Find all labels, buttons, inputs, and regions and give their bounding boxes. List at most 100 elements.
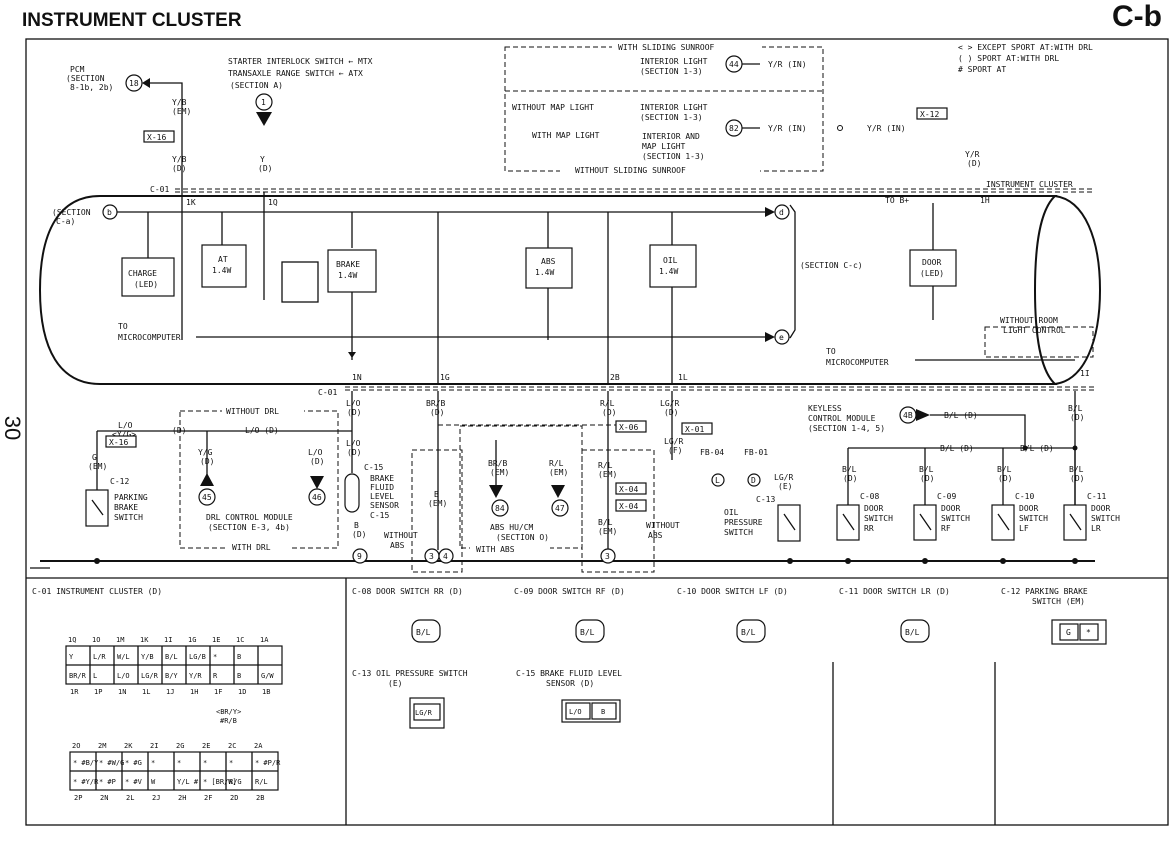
- connector-num: 46: [312, 493, 322, 502]
- label-bg: [560, 165, 760, 175]
- wire-label: (D): [172, 164, 186, 173]
- pin-wire-color: B: [237, 653, 241, 661]
- abs-hu-label: (SECTION O): [496, 533, 549, 542]
- ground-9: [352, 548, 368, 564]
- component-label: SWITCH: [1019, 514, 1048, 523]
- connector-x01: [681, 422, 713, 435]
- wire-label: (D): [602, 408, 616, 417]
- pin-wire-color: B/L: [165, 653, 178, 661]
- component-label: OIL: [663, 256, 678, 265]
- wire-label: B/L: [919, 465, 934, 474]
- pin-number: 1A: [260, 636, 269, 644]
- wire-label: LG/R: [660, 399, 679, 408]
- switch-icon: [91, 499, 104, 516]
- connector-title: C-09 DOOR SWITCH RF (D): [514, 587, 625, 596]
- connector-label: X-16: [109, 438, 128, 447]
- arrow-down-icon: [551, 485, 565, 498]
- pin-wire-color: W: [151, 778, 156, 786]
- pin-number: 2I: [150, 742, 158, 750]
- pin-number: 2E: [202, 742, 210, 750]
- at-lamp-box: [201, 244, 247, 288]
- pin-wire-color: L/O: [117, 672, 130, 680]
- pin-wire-color: * #Y/R: [73, 778, 99, 786]
- pin-number: 1M: [116, 636, 124, 644]
- component-label: RR: [864, 524, 874, 533]
- arrow-icon: [256, 112, 272, 126]
- pin-number: 1P: [94, 688, 102, 696]
- splice: [845, 558, 851, 564]
- splice: [787, 558, 793, 564]
- wire-label: (E): [778, 482, 792, 491]
- connector-title: C-10 DOOR SWITCH LF (D): [677, 587, 788, 596]
- pin-number: 2K: [124, 742, 133, 750]
- component-label: DOOR: [1019, 504, 1038, 513]
- wire-label: (D): [352, 530, 366, 539]
- sunroof-bottom-title: WITHOUT SLIDING SUNROOF: [575, 166, 686, 175]
- component-label: SWITCH: [724, 528, 753, 537]
- splice: [922, 558, 928, 564]
- room-label: WITHOUT ROOM: [1000, 316, 1058, 325]
- wire-label: Y/R (IN): [768, 124, 807, 133]
- pin-wire-color: LG/R: [141, 672, 159, 680]
- pin-cell: [591, 702, 617, 720]
- connector-x12: [916, 107, 948, 120]
- connector-label: X-16: [147, 133, 166, 142]
- abs-lamp-box: [525, 247, 573, 289]
- connector-title: C-15 BRAKE FLUID LEVEL: [516, 669, 622, 678]
- interior-light-label: INTERIOR LIGHT: [640, 57, 708, 66]
- switch-icon: [1069, 513, 1082, 531]
- legend-line: ( ) SPORT AT:WITH DRL: [958, 54, 1059, 63]
- component-label: OIL: [724, 508, 739, 517]
- connector-note: <BR/Y>: [216, 708, 241, 716]
- ground-4: [438, 548, 454, 564]
- pin-number: 2L: [126, 794, 134, 802]
- connector-title: (E): [388, 679, 402, 688]
- cluster-outline: [38, 195, 1058, 385]
- pin-wire-color: * #W/G: [99, 759, 124, 767]
- pin-wire-color: * #G: [125, 759, 142, 767]
- pcm-label: (SECTION: [66, 74, 105, 83]
- connector-label: C-10: [1015, 492, 1034, 501]
- pin-label: 1K: [186, 198, 196, 207]
- sunroof-title: WITH SLIDING SUNROOF: [618, 43, 715, 52]
- ground-num: 4: [443, 552, 448, 561]
- pin-number: 1Q: [68, 636, 76, 644]
- pin-number: 1N: [118, 688, 126, 696]
- wire-label: B: [434, 490, 439, 499]
- section-code: C-b: [1112, 0, 1162, 33]
- drl-connector-45: [198, 488, 216, 506]
- wire-label: (D): [967, 159, 981, 168]
- arrow-down-icon: [489, 485, 503, 498]
- wire-label: (F): [668, 446, 682, 455]
- c08-connector-view: B/L: [411, 619, 441, 643]
- pin-wire-color: *: [177, 759, 181, 767]
- component-label: AT: [218, 255, 228, 264]
- wire-label: (D): [664, 408, 678, 417]
- connector-title: C-13 OIL PRESSURE SWITCH: [352, 669, 468, 678]
- component-label: BRAKE: [370, 474, 394, 483]
- component-label: (LED): [134, 280, 158, 289]
- connector-label: X-04: [619, 502, 638, 511]
- connector-num: 4B: [903, 411, 913, 420]
- connector-x04: [615, 482, 647, 495]
- map-label: WITHOUT MAP LIGHT: [512, 103, 594, 112]
- component-label: LEVEL: [370, 492, 394, 501]
- pin-label: 1I: [1080, 369, 1090, 378]
- wire-label: (D): [258, 164, 272, 173]
- component-label: LR: [1091, 524, 1101, 533]
- pcm-reference: PCM (SECTION 8-1b, 2b) 18 Y/B (EM) X-16 …: [66, 65, 191, 340]
- component-label: SWITCH: [864, 514, 893, 523]
- pin-label: B: [601, 708, 605, 716]
- abs-label: ABS: [648, 531, 663, 540]
- component-label: (LED): [920, 269, 944, 278]
- interior-map-label: INTERIOR AND: [642, 132, 700, 141]
- instrument-cluster-block: C-01 INSTRUMENT CLUSTER 1K 1Q 1H (SECTIO…: [38, 180, 1102, 397]
- pin-number: 1G: [188, 636, 196, 644]
- cluster-outline-right: [1054, 195, 1102, 385]
- component-label: 1.4W: [535, 268, 554, 277]
- drl-module-label: DRL CONTROL MODULE: [206, 513, 293, 522]
- door-switch-box: [913, 504, 937, 541]
- pin-wire-color: * #P: [99, 778, 116, 786]
